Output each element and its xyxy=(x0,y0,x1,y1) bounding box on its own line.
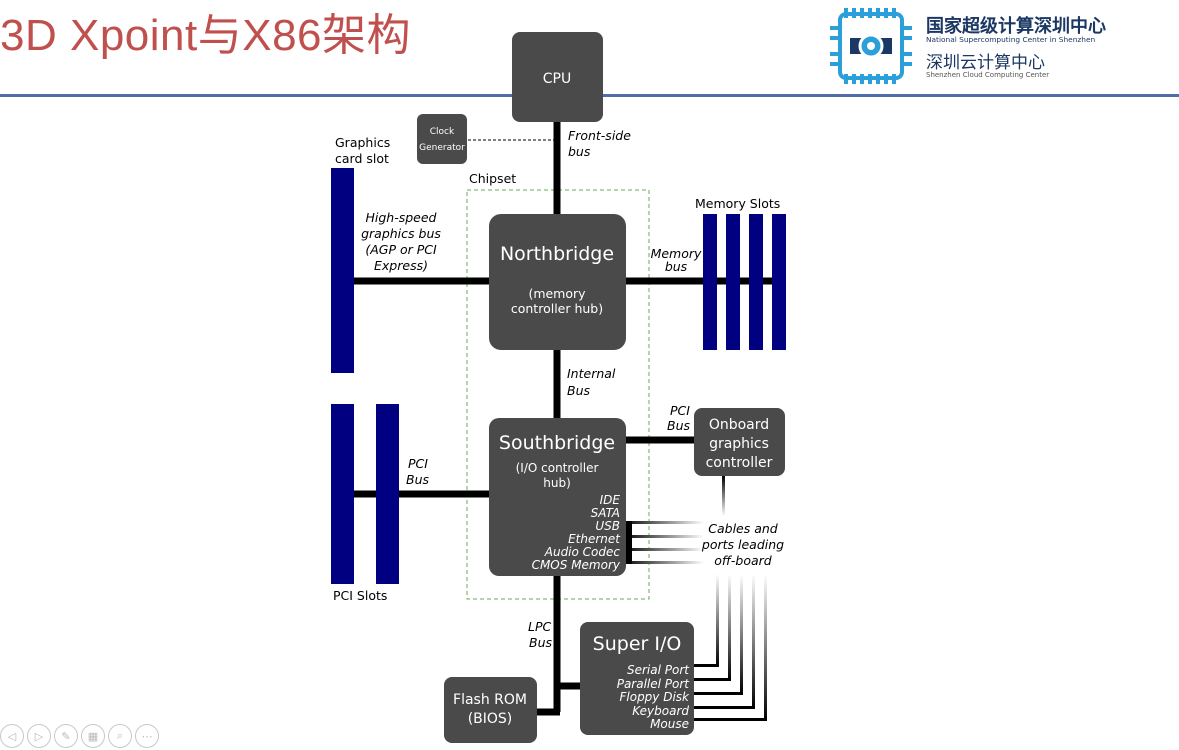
gfx-bus-label-3: (AGP or PCI xyxy=(365,242,437,257)
clock-label-1: Clock xyxy=(430,127,455,137)
flash-label-2: (BIOS) xyxy=(468,711,513,727)
memory-slots-label: Memory Slots xyxy=(695,196,780,211)
chip-logo-icon xyxy=(830,8,912,84)
next-icon[interactable]: ▷ xyxy=(27,724,51,748)
nscc-logo: 国家超级计算深圳中心 National Supercomputing Cente… xyxy=(826,8,1179,86)
onboard-graphics-box xyxy=(694,408,785,476)
slides-icon[interactable]: ▦ xyxy=(81,724,105,748)
southbridge-box xyxy=(489,418,626,576)
sio-port-keyboard: Keyboard xyxy=(632,704,689,718)
cpu-box xyxy=(512,32,603,122)
logo-sub-cn: 深圳云计算中心 xyxy=(926,53,1045,73)
pci-slot xyxy=(376,404,399,584)
onboard-cable xyxy=(722,476,725,516)
onboard-label-1: Onboard xyxy=(709,417,769,433)
onboard-label-3: controller xyxy=(706,455,773,471)
sb-port-usb: USB xyxy=(595,519,620,533)
southbridge-label: Southbridge xyxy=(499,432,615,454)
logo-name-en: National Supercomputing Center in Shenzh… xyxy=(926,35,1096,44)
onboard-label-2: graphics xyxy=(709,436,769,452)
off-board-port-lines xyxy=(622,521,704,564)
sio-port-floppy: Floppy Disk xyxy=(619,690,690,704)
northbridge-sub-2: controller hub) xyxy=(511,301,603,316)
sb-port-ide: IDE xyxy=(600,493,621,507)
pci-bus-right-label-1: PCI xyxy=(670,403,690,418)
slide-title: 3D Xpoint与X86架构 xyxy=(0,11,412,60)
graphics-slot-label-1: Graphics xyxy=(335,135,390,150)
sb-port-join xyxy=(622,521,632,564)
southbridge-sub-2: hub) xyxy=(543,476,571,490)
sio-port-parallel: Parallel Port xyxy=(617,677,691,691)
memory-bus-label-1: Memory xyxy=(651,246,702,261)
memory-slot xyxy=(749,214,763,350)
lpc-bus-label-1: LPC xyxy=(528,619,552,634)
flash-rom-box xyxy=(444,677,537,743)
super-io-box xyxy=(580,622,694,735)
sb-port-cmos: CMOS Memory xyxy=(532,558,621,572)
sb-port-ethernet: Ethernet xyxy=(568,532,621,546)
slide-nav: ◁ ▷ ✎ ▦ ⌕ ⋯ xyxy=(0,724,159,748)
logo-sub-en: Shenzhen Cloud Computing Center xyxy=(926,71,1050,79)
zoom-icon[interactable]: ⌕ xyxy=(108,724,132,748)
lpc-bus-label-2: Bus xyxy=(529,635,552,650)
internal-bus-label-1: Internal xyxy=(567,366,616,381)
cables-label-1: Cables and xyxy=(708,521,778,536)
front-side-bus-label-1: Front-side xyxy=(568,128,631,143)
clock-line xyxy=(468,139,555,214)
internal-bus-label-2: Bus xyxy=(567,383,590,398)
cables-label-2: ports leading xyxy=(701,537,784,552)
sb-port-sata: SATA xyxy=(591,506,620,520)
sio-port-mouse: Mouse xyxy=(650,717,689,731)
memory-slot xyxy=(772,214,786,350)
super-io-cables xyxy=(686,574,767,721)
logo-name-cn: 国家超级计算深圳中心 xyxy=(926,16,1106,37)
front-side-bus-label-2: bus xyxy=(568,144,591,159)
clock-generator-box xyxy=(417,114,467,164)
pen-icon[interactable]: ✎ xyxy=(54,724,78,748)
graphics-slot-label-2: card slot xyxy=(335,151,389,166)
graphics-card-slot xyxy=(331,168,354,373)
more-icon[interactable]: ⋯ xyxy=(135,724,159,748)
northbridge-sub-1: (memory xyxy=(528,286,586,301)
cables-label-3: off-board xyxy=(714,553,772,568)
gfx-bus-label-1: High-speed xyxy=(365,210,436,225)
gfx-bus-label-4: Express) xyxy=(374,258,428,273)
sio-port-serial: Serial Port xyxy=(627,663,690,677)
chipset-label: Chipset xyxy=(469,171,516,186)
cpu-label: CPU xyxy=(543,71,571,87)
pci-bus-right-label-2: Bus xyxy=(667,418,690,433)
gfx-bus-label-2: graphics bus xyxy=(361,226,441,241)
flash-label-1: Flash ROM xyxy=(453,692,527,708)
pci-slot xyxy=(331,404,354,584)
memory-slot xyxy=(703,214,717,350)
clock-label-2: Generator xyxy=(419,143,465,153)
pci-slots-label: PCI Slots xyxy=(333,588,387,603)
southbridge-sub-1: (I/O controller xyxy=(516,461,599,475)
northbridge-box xyxy=(489,214,626,350)
super-io-label: Super I/O xyxy=(593,633,682,655)
pci-bus-left-label-2: Bus xyxy=(406,472,429,487)
memory-bus-label-2: bus xyxy=(665,259,688,274)
prev-icon[interactable]: ◁ xyxy=(0,724,24,748)
northbridge-label: Northbridge xyxy=(500,243,614,265)
sb-port-audio: Audio Codec xyxy=(544,545,621,559)
memory-slot xyxy=(726,214,740,350)
pci-bus-left-label-1: PCI xyxy=(408,456,428,471)
